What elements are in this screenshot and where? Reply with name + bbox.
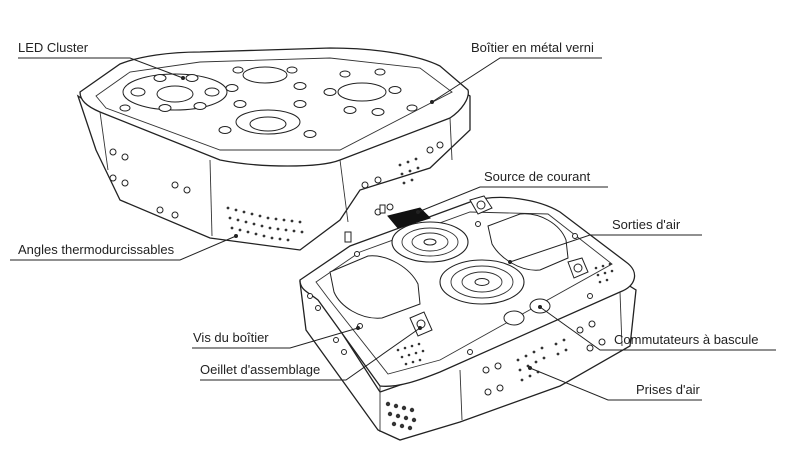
- eyelet-icon: [469, 195, 493, 215]
- label-source-courant: Source de courant: [484, 169, 591, 184]
- side-grill: [226, 157, 420, 242]
- led-lens-icon: [337, 82, 387, 102]
- intake-grill: [385, 338, 568, 431]
- small-led-holes: [119, 66, 418, 138]
- led-lens-icon: [242, 66, 288, 84]
- label-boitier-metal: Boîtier en métal verni: [471, 40, 594, 55]
- bottom-side-screws: [307, 293, 606, 396]
- label-sorties-air: Sorties d'air: [612, 217, 681, 232]
- label-oeillet: Oeillet d'assemblage: [200, 362, 320, 377]
- label-led-cluster: LED Cluster: [18, 40, 89, 55]
- fan-upper: [391, 221, 469, 263]
- bottom-lamp-unit: [299, 195, 637, 441]
- eyelet-icon: [567, 257, 589, 279]
- rear-plate: [329, 255, 421, 319]
- rear-plate: [487, 213, 569, 271]
- fan-lower: [439, 259, 525, 305]
- label-prises-air: Prises d'air: [636, 382, 701, 397]
- back-grill: [396, 262, 614, 366]
- label-vis-boitier: Vis du boîtier: [193, 330, 269, 345]
- side-screws: [109, 141, 444, 219]
- top-lamp-unit: [76, 47, 471, 251]
- label-commutateurs: Commutateurs à bascule: [614, 332, 759, 347]
- leader-lines: [10, 57, 776, 401]
- rocker-switch: [503, 310, 525, 326]
- eyelet-icon: [409, 311, 433, 337]
- label-angles: Angles thermodurcissables: [18, 242, 175, 257]
- led-lens-icon: [156, 85, 194, 103]
